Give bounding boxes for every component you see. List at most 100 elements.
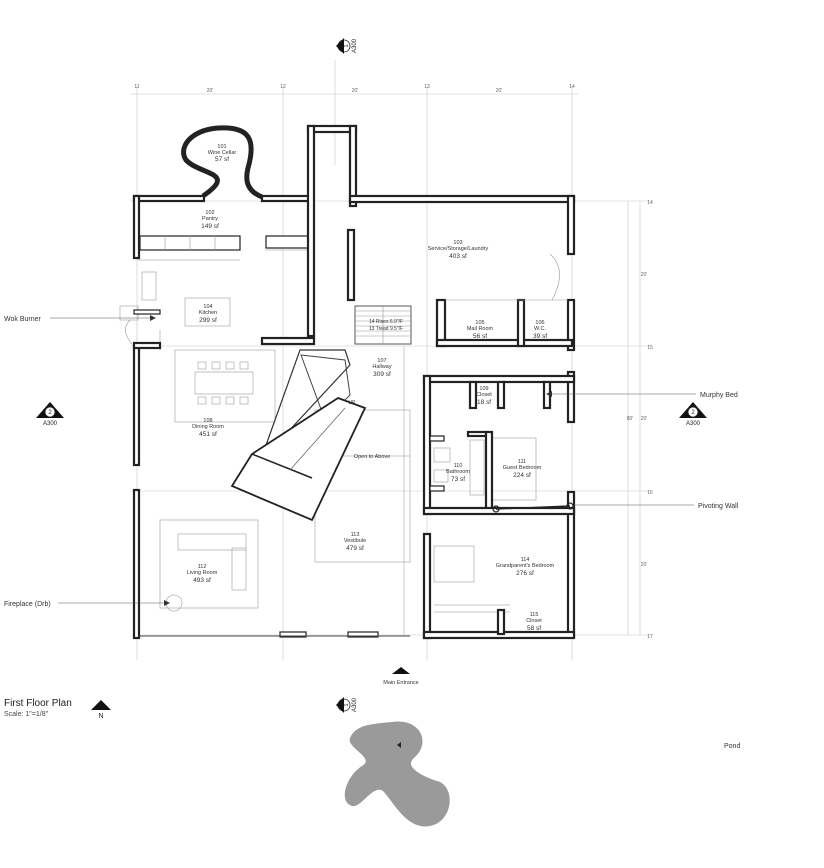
svg-text:Hallway: Hallway xyxy=(372,364,392,370)
svg-text:113: 113 xyxy=(351,532,360,538)
svg-text:106: 106 xyxy=(535,320,544,326)
room-113-label: 113 Vestibule 479 sf xyxy=(344,532,366,552)
svg-text:39 sf: 39 sf xyxy=(533,333,547,340)
grid-spacing-label: 20' xyxy=(207,88,214,94)
svg-text:Vestibule: Vestibule xyxy=(344,538,366,544)
svg-text:105: 105 xyxy=(475,320,484,326)
room-103-label: 103 Service/Storage/Laundry 403 sf xyxy=(428,240,489,260)
svg-text:224 sf: 224 sf xyxy=(513,472,531,479)
section-marker-top: 1 A300 xyxy=(336,38,358,54)
svg-text:Living Room: Living Room xyxy=(187,570,218,576)
section-marker-right: 2 A300 xyxy=(679,402,707,427)
svg-text:Service/Storage/Laundry: Service/Storage/Laundry xyxy=(428,246,489,252)
plan-title: First Floor Plan xyxy=(4,698,72,709)
svg-text:1: 1 xyxy=(344,44,350,48)
svg-text:115: 115 xyxy=(530,612,539,618)
pond-shape xyxy=(344,721,450,827)
room-112-label: 112 Living Room 493 sf xyxy=(187,564,218,584)
stair-riser-note: 14 Rises 6.9"/F xyxy=(369,319,403,325)
svg-text:111: 111 xyxy=(518,459,526,465)
svg-text:104: 104 xyxy=(203,304,212,310)
room-104-label: 104 Kitchen 299 sf xyxy=(199,304,217,324)
svg-text:2: 2 xyxy=(691,410,695,416)
svg-text:Wine Cellar: Wine Cellar xyxy=(208,150,237,156)
svg-text:Guest Bedroom: Guest Bedroom xyxy=(503,465,542,471)
svg-text:109: 109 xyxy=(479,386,488,392)
section-marker-bottom: 1 A300 xyxy=(336,697,358,713)
entrance-arrow-icon xyxy=(392,667,410,674)
north-arrow-icon xyxy=(91,700,111,710)
grid-spacing-label: 20' xyxy=(496,88,503,94)
arrow-icon xyxy=(397,742,401,748)
grid-spacing-label: 20' xyxy=(352,88,359,94)
section-marker-left: 2 A300 xyxy=(36,402,64,427)
svg-text:A300: A300 xyxy=(686,421,701,427)
svg-text:479 sf: 479 sf xyxy=(346,545,364,552)
grid-line-label: 16 xyxy=(647,490,653,496)
svg-text:57 sf: 57 sf xyxy=(215,156,229,163)
room-110-label: 110 Bathroom 73 sf xyxy=(446,463,470,483)
wok-burner-label: Wok Burner xyxy=(4,316,41,323)
room-109-label: 109 Closet 18 sf xyxy=(476,386,492,406)
grid-labels-top: 11 12 13 14 20' 20' 20' xyxy=(134,84,575,94)
room-106-label: 106 W.C. 39 sf xyxy=(533,320,547,340)
svg-text:276 sf: 276 sf xyxy=(516,570,534,577)
svg-text:493 sf: 493 sf xyxy=(193,577,211,584)
grid-line-label: 15 xyxy=(647,345,653,351)
svg-text:A300: A300 xyxy=(352,38,358,53)
svg-text:Grandparent's Bedroom: Grandparent's Bedroom xyxy=(496,563,555,569)
section-arrow-icon xyxy=(336,38,344,54)
svg-text:Closet: Closet xyxy=(476,392,492,398)
svg-text:18 sf: 18 sf xyxy=(477,399,491,406)
grid-spacing-label: 20' xyxy=(641,416,648,422)
open-to-above-label: Open to Above xyxy=(354,454,390,460)
room-105-label: 105 Mail Room 56 sf xyxy=(467,320,494,340)
grid-spacing-label: 20' xyxy=(641,562,648,568)
svg-text:56 sf: 56 sf xyxy=(473,333,487,340)
murphy-bed-label: Murphy Bed xyxy=(700,392,738,399)
section-arrow-icon xyxy=(336,697,344,713)
svg-text:114: 114 xyxy=(521,557,530,563)
svg-text:58 sf: 58 sf xyxy=(527,625,541,632)
room-101-label: 101 Wine Cellar 57 sf xyxy=(208,144,237,163)
stair-notes: 14 Rises 6.9"/F 13 Tread 9.5"/F UP Open … xyxy=(349,319,404,460)
room-115-label: 115 Closet 58 sf xyxy=(526,612,542,632)
svg-text:110: 110 xyxy=(454,463,463,469)
svg-text:Pantry: Pantry xyxy=(202,216,218,222)
pond-label: Pond xyxy=(724,743,740,750)
grid-spacing-label: 20' xyxy=(641,272,648,278)
svg-text:Bathroom: Bathroom xyxy=(446,469,470,475)
fireplace-label: Fireplace (Drb) xyxy=(4,601,51,608)
grid-line-label: 13 xyxy=(424,84,430,90)
svg-text:149 sf: 149 sf xyxy=(201,223,219,230)
arrow-icon xyxy=(164,600,170,606)
svg-text:W.C.: W.C. xyxy=(534,326,546,332)
room-102-label: 102 Pantry 149 sf xyxy=(201,210,219,230)
grid-labels-right: 14 15 16 17 20' 20' 20' 80' xyxy=(627,200,653,640)
svg-text:101: 101 xyxy=(217,144,226,150)
grid-line-label: 17 xyxy=(647,634,653,640)
svg-text:299 sf: 299 sf xyxy=(199,317,217,324)
title-block: First Floor Plan Scale: 1"=1/8" N xyxy=(4,698,111,720)
svg-text:Closet: Closet xyxy=(526,618,542,624)
room-111-label: 111 Guest Bedroom 224 sf xyxy=(503,459,542,479)
walls xyxy=(125,124,576,640)
svg-text:2: 2 xyxy=(48,410,52,416)
room-108-label: 108 Dining Room 451 sf xyxy=(192,418,224,438)
grid-line-label: 14 xyxy=(647,200,653,206)
svg-text:A300: A300 xyxy=(352,697,358,712)
svg-text:102: 102 xyxy=(205,210,214,216)
svg-text:73 sf: 73 sf xyxy=(451,476,465,483)
plan-scale: Scale: 1"=1/8" xyxy=(4,711,49,718)
stair-tread-note: 13 Tread 9.5"/F xyxy=(369,326,403,332)
main-entrance-label: Main Entrance xyxy=(383,680,418,686)
svg-text:112: 112 xyxy=(198,564,207,570)
grid-overall-label: 80' xyxy=(627,416,634,422)
pivoting-wall-label: Pivoting Wall xyxy=(698,503,739,510)
arrow-icon xyxy=(546,391,552,397)
svg-text:108: 108 xyxy=(203,418,212,424)
svg-text:103: 103 xyxy=(453,240,462,246)
svg-text:1: 1 xyxy=(344,703,350,707)
svg-text:309 sf: 309 sf xyxy=(373,371,391,378)
